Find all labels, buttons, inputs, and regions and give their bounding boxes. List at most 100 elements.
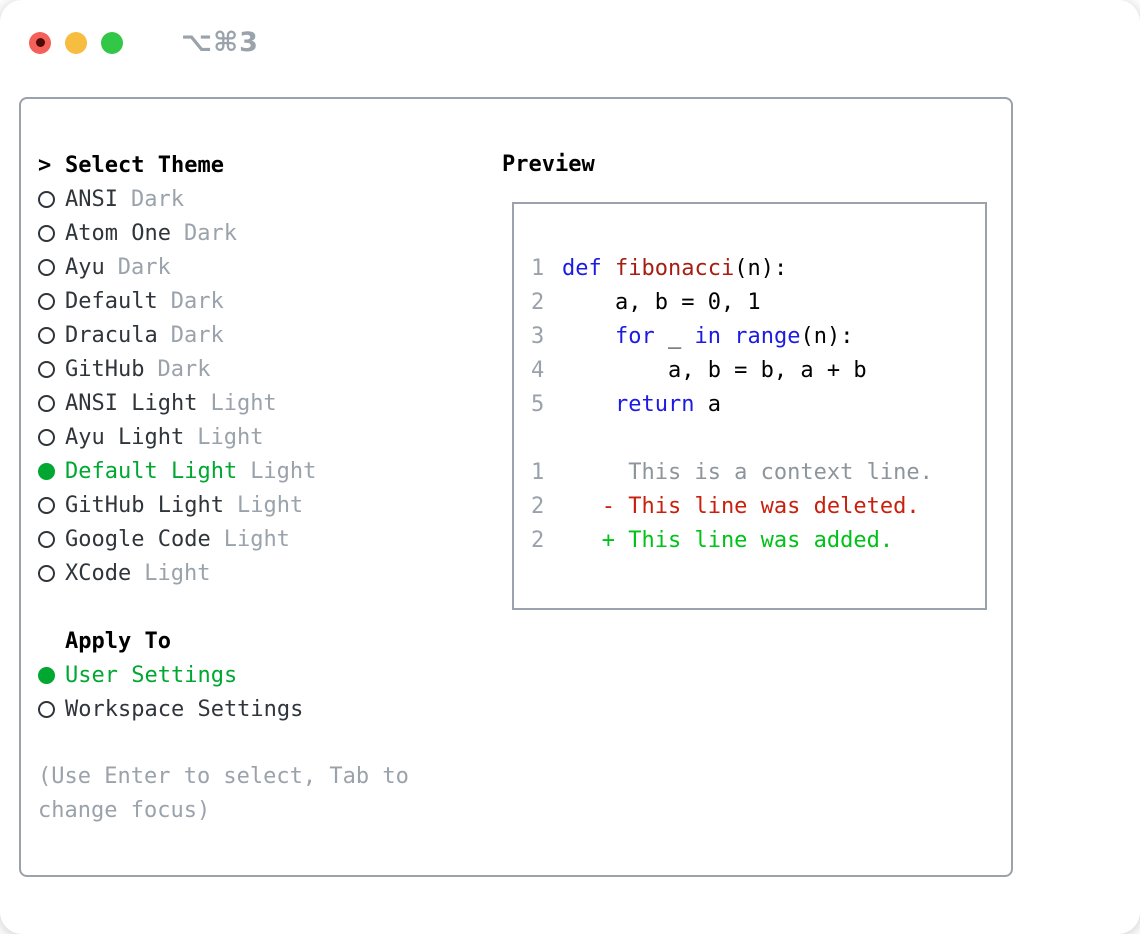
marker: [38, 326, 65, 344]
marker: [38, 394, 65, 412]
line-content: return a: [614, 392, 721, 417]
radio-icon: [38, 428, 55, 446]
theme-name: Atom One: [65, 220, 171, 246]
theme-variant-tag: Dark: [183, 220, 237, 246]
line-content: a, b = 0, 1: [562, 290, 761, 315]
radio-icon: [38, 394, 55, 412]
theme-name: GitHub: [65, 356, 145, 382]
spacer: [38, 726, 458, 760]
theme-variant-tag: Light: [210, 390, 277, 416]
radio-icon: [38, 496, 55, 514]
apply-option-user-settings[interactable]: User Settings: [38, 658, 458, 692]
close-dot-icon: [35, 38, 45, 47]
code-line: 1 def fibonacci(n):: [531, 252, 985, 286]
theme-name: Google Code: [65, 526, 211, 552]
theme-option-ansi-light[interactable]: ANSI Light Light: [38, 386, 458, 420]
theme-variant-tag: Light: [144, 560, 211, 586]
radio-icon: [38, 700, 55, 718]
theme-variant-tag: Light: [236, 492, 304, 518]
line-content: def fibonacci(n):: [562, 256, 788, 281]
select-theme-label: Select Theme: [65, 152, 224, 178]
code-line: 2 - This line was deleted.: [531, 490, 985, 524]
radio-icon: [38, 258, 55, 276]
line-content: a, b = b, a + b: [562, 358, 867, 383]
marker: [38, 190, 65, 208]
radio-icon: [38, 190, 55, 208]
hint-text: (Use Enter to select, Tab to change focu…: [38, 764, 409, 823]
theme-option-xcode[interactable]: XCode Light: [38, 556, 458, 590]
window-shortcut-label: ⌥⌘3: [181, 27, 259, 58]
zoom-button[interactable]: [101, 31, 123, 54]
theme-option-github[interactable]: GitHub Dark: [38, 352, 458, 386]
code-line: 4 a, b = b, a + b: [531, 354, 985, 388]
code-line: 2 + This line was added.: [531, 524, 985, 558]
marker: [38, 666, 65, 684]
code-line: 2 a, b = 0, 1: [531, 286, 985, 320]
marker: [38, 258, 65, 276]
theme-variant-tag: Dark: [170, 288, 224, 314]
minimize-button[interactable]: [65, 31, 87, 54]
radio-icon: [38, 530, 55, 548]
radio-icon: [38, 292, 55, 310]
code-line: [531, 422, 985, 456]
line-content: - This line was deleted.: [562, 494, 920, 519]
line-content: This is a context line.: [562, 460, 933, 485]
line-number: 1: [531, 460, 545, 485]
code-line: 5 return a: [531, 388, 985, 422]
cursor-arrow-icon: >: [38, 152, 52, 178]
theme-variant-tag: Dark: [117, 254, 171, 280]
marker: [38, 564, 65, 582]
line-number: 1: [531, 256, 545, 281]
line-content: + This line was added.: [562, 528, 894, 553]
marker: [38, 224, 65, 242]
marker: [38, 292, 65, 310]
line-number: 3: [531, 324, 545, 349]
line-number: 2: [531, 290, 545, 315]
theme-variant-tag: Light: [197, 424, 264, 450]
theme-name: XCode: [65, 560, 132, 586]
line-content: for _ in range(n):: [614, 324, 854, 349]
spacer: [38, 590, 458, 624]
marker: [38, 360, 65, 378]
apply-option-workspace-settings[interactable]: Workspace Settings: [38, 692, 458, 726]
theme-name: Dracula: [65, 322, 158, 348]
radio-icon: [38, 326, 55, 344]
radio-icon: [38, 224, 55, 242]
theme-name: Ayu: [65, 254, 105, 280]
theme-option-ayu[interactable]: Ayu Dark: [38, 250, 458, 284]
marker: [38, 496, 65, 514]
theme-name: GitHub Light: [65, 492, 224, 518]
apply-option-name: Workspace Settings: [65, 696, 304, 722]
marker: [38, 462, 65, 480]
radio-selected-icon: [38, 462, 55, 480]
apply-to-header: Apply To: [38, 624, 458, 658]
marker: [38, 700, 65, 718]
code-line: 3 for _ in range(n):: [531, 320, 985, 354]
theme-name: ANSI Light: [65, 390, 198, 416]
theme-option-atom-one[interactable]: Atom One Dark: [38, 216, 458, 250]
theme-variant-tag: Dark: [157, 356, 211, 382]
marker: [38, 428, 65, 446]
close-button[interactable]: [29, 31, 51, 54]
line-number: 2: [531, 528, 545, 553]
theme-name: Default Light: [65, 458, 238, 484]
theme-variant-tag: Dark: [130, 186, 184, 212]
theme-option-github-light[interactable]: GitHub Light Light: [38, 488, 458, 522]
code-line: 1 This is a context line.: [531, 456, 985, 490]
marker: [38, 530, 65, 548]
titlebar: ⌥⌘3: [29, 27, 259, 58]
line-number: 5: [531, 392, 545, 417]
